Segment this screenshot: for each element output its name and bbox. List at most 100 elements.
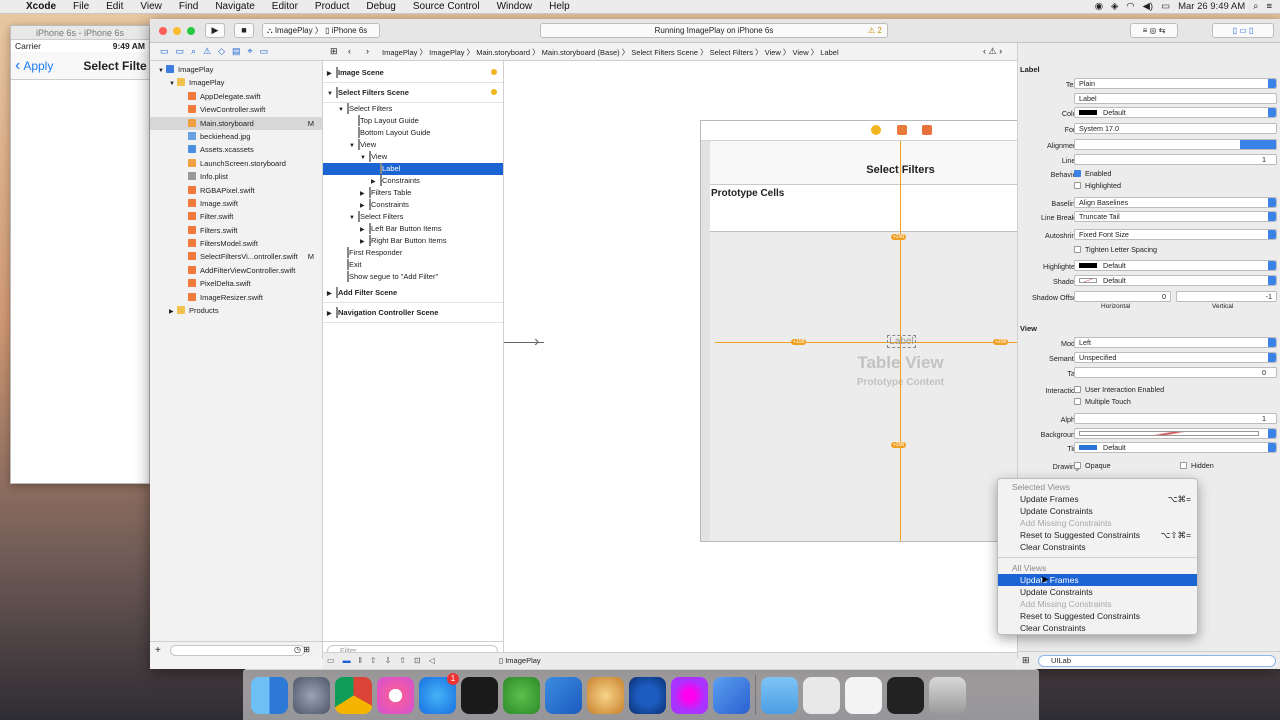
background-select[interactable] (1074, 428, 1277, 439)
disclosure-triangle-icon[interactable]: ▶ (360, 239, 365, 245)
disclosure-triangle-icon[interactable]: ▶ (371, 179, 376, 185)
breadcrumb-subview[interactable]: View (792, 48, 809, 57)
library-grid-icon[interactable]: ⊞ (1022, 655, 1030, 665)
menu-item-clear-constraints[interactable]: Clear Constraints (998, 541, 1197, 553)
menu-window[interactable]: Window (496, 1, 533, 12)
breadcrumb-label[interactable]: Label (820, 48, 839, 57)
constraint-left-badge[interactable]: +158 (791, 339, 807, 345)
disclosure-triangle-icon[interactable]: ▶ (327, 71, 332, 77)
navigator-item[interactable]: Image.swift (150, 197, 322, 210)
menu-help[interactable]: Help (549, 1, 570, 12)
breadcrumb-file[interactable]: Main.storyboard (476, 48, 530, 57)
mode-select[interactable]: Left (1074, 337, 1277, 348)
minimize-window-icon[interactable] (173, 27, 181, 35)
outline-item[interactable]: Label (323, 163, 503, 175)
outline-item[interactable]: Top Layout Guide (323, 115, 503, 127)
disclosure-triangle-icon[interactable]: ▼ (349, 215, 355, 221)
opaque-checkbox[interactable]: Opaque (1074, 461, 1111, 470)
tighten-checkbox[interactable]: Tighten Letter Spacing (1074, 245, 1157, 254)
dock-app-app-store[interactable]: 1 (419, 672, 459, 714)
disclosure-triangle-icon[interactable]: ▼ (169, 81, 175, 88)
navigator-item[interactable]: RGBAPixel.swift (150, 184, 322, 197)
menu-file[interactable]: File (73, 1, 90, 12)
outline-scene-header[interactable]: ▶Image Scene (323, 63, 503, 83)
debug-controls-icon[interactable]: ▭▬‖⇧⇩⇧⊡◁ (327, 656, 443, 665)
add-file-icon[interactable]: + (155, 645, 161, 656)
dock-app-itunes[interactable] (377, 676, 414, 714)
menu-item-update-frames[interactable]: Update Frames⌥⌘= (998, 493, 1197, 505)
menu-source-control[interactable]: Source Control (412, 1, 480, 12)
outline-item[interactable]: ▶Constraints (323, 175, 503, 187)
scheme-selector[interactable]: ⛬ ImagePlay 〉 ▯ iPhone 6s (262, 23, 380, 38)
warning-badge[interactable]: ⚠ 2 (868, 26, 882, 35)
library-search-input[interactable]: UILab (1038, 655, 1276, 667)
breadcrumb-view[interactable]: View (764, 48, 781, 57)
zoom-window-icon[interactable] (187, 27, 195, 35)
back-chevron-icon[interactable]: ‹ (15, 56, 21, 74)
constraint-right-badge[interactable]: +208 (993, 339, 1009, 345)
dock-app-launchpad[interactable] (293, 676, 330, 714)
dock-app-flower[interactable] (671, 676, 708, 714)
shadow-select[interactable]: Default (1074, 275, 1277, 286)
outline-scene-header[interactable]: ▼Select Filters Scene (323, 83, 503, 103)
shadow-v-field[interactable]: -1 (1176, 291, 1277, 302)
dock-app-evernote[interactable] (503, 676, 540, 714)
volume-icon[interactable]: ◀) (1142, 1, 1154, 12)
dock-app-xcode[interactable] (545, 676, 582, 714)
close-window-icon[interactable] (159, 27, 167, 35)
disclosure-triangle-icon[interactable]: ▼ (349, 143, 355, 149)
menu-item-reset-to-suggested-constraints[interactable]: Reset to Suggested Constraints⌥⇧⌘= (998, 529, 1197, 541)
scene-nav-title[interactable]: Select Filters (866, 164, 935, 176)
navigator-item[interactable]: Info.plist (150, 170, 322, 183)
table-view[interactable]: Table View Prototype Content (710, 232, 1017, 541)
disclosure-triangle-icon[interactable]: ▶ (327, 291, 332, 297)
wifi-icon[interactable]: ◠ (1126, 1, 1135, 12)
forward-nav-icon[interactable]: › (366, 46, 369, 56)
label-view[interactable]: Label (887, 335, 916, 348)
tag-field[interactable]: 0 (1074, 367, 1277, 378)
nav-bar[interactable]: Select Filters + (710, 141, 1017, 185)
menu-navigate[interactable]: Navigate (215, 1, 255, 12)
navigator-item[interactable]: Assets.xcassets (150, 143, 322, 156)
segue-line-left[interactable] (504, 342, 544, 343)
disclosure-triangle-icon[interactable]: ▶ (360, 203, 365, 209)
spotlight-icon[interactable]: ⌕ (1253, 1, 1259, 12)
constraint-top-badge[interactable]: +290 (891, 234, 907, 240)
storyboard-canvas[interactable]: › ⊞ Select Filters + Prototype Cells (504, 61, 1017, 659)
exit-icon[interactable] (922, 125, 932, 135)
outline-item[interactable]: ▼View (323, 151, 503, 163)
notification-center-icon[interactable]: ≡ (1266, 1, 1272, 12)
dock-app-screenshot[interactable] (845, 676, 882, 714)
dock-app-pixelmator[interactable] (587, 676, 624, 714)
alignment-control[interactable] (1074, 139, 1277, 150)
disclosure-triangle-icon[interactable]: ▶ (360, 227, 365, 233)
font-field[interactable]: System 17.0 (1074, 123, 1277, 134)
outline-item[interactable]: ▶Left Bar Button Items (323, 223, 503, 235)
first-responder-icon[interactable] (897, 125, 907, 135)
breadcrumb-project[interactable]: ImagePlay (382, 48, 418, 57)
recent-files-icon[interactable]: ◷ ⊞ (294, 645, 310, 654)
outline-item[interactable]: ▼Select Filters (323, 103, 503, 115)
disclosure-triangle-icon[interactable]: ▼ (360, 155, 366, 161)
back-button[interactable]: Apply (23, 58, 54, 73)
breadcrumb-scene[interactable]: Select Filters Scene (631, 48, 698, 57)
breadcrumb-group[interactable]: ImagePlay (429, 48, 465, 57)
outline-item[interactable]: Exit (323, 259, 503, 271)
outline-item[interactable]: ▶Right Bar Button Items (323, 235, 503, 247)
menu-app-name[interactable]: Xcode (26, 1, 57, 12)
record-icon[interactable]: ◉ (1094, 1, 1103, 12)
disclosure-triangle-icon[interactable]: ▶ (169, 309, 174, 316)
shadow-h-field[interactable]: 0 (1074, 291, 1171, 302)
dropbox-icon[interactable]: ◈ (1110, 1, 1119, 12)
highlighted-checkbox[interactable]: Highlighted (1074, 181, 1121, 190)
dock-app-xcode-beta[interactable] (713, 676, 750, 714)
scene-warning-icon[interactable] (491, 69, 497, 75)
battery-icon[interactable]: ▭ (1161, 1, 1171, 12)
editor-standard-button[interactable]: ≡ ◎ ⇆ (1130, 23, 1178, 38)
disclosure-triangle-icon[interactable]: ▼ (327, 91, 333, 97)
menu-item-reset-to-suggested-constraints[interactable]: Reset to Suggested Constraints (998, 610, 1197, 622)
dock-app-chrome[interactable] (335, 676, 372, 714)
menu-product[interactable]: Product (314, 1, 350, 12)
outline-item[interactable]: First Responder (323, 247, 503, 259)
